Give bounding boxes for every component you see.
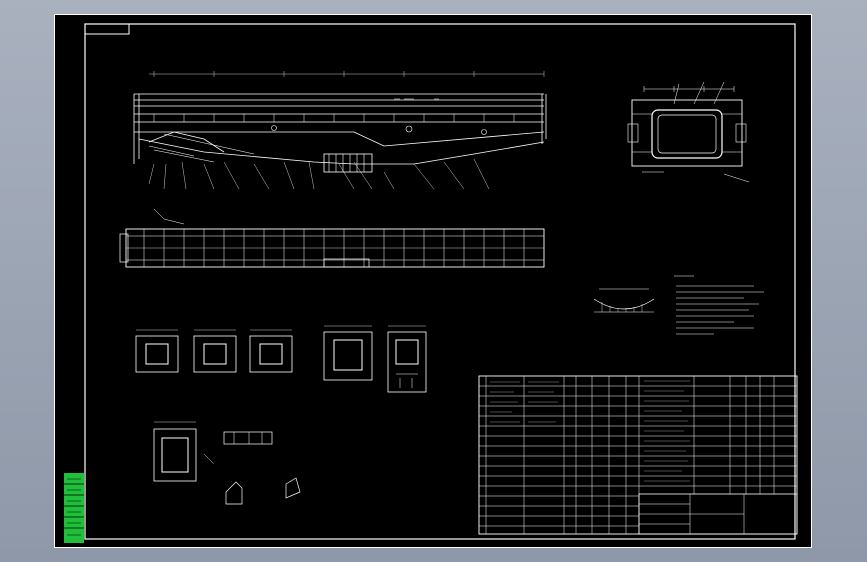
moment-diagram: [593, 288, 655, 313]
outer-frame: [54, 14, 812, 548]
plan-view: [119, 208, 545, 268]
cross-section-view: [627, 81, 750, 183]
lower-left-details: [153, 421, 301, 505]
approval-stamp: [64, 473, 84, 543]
drawing-canvas: [54, 14, 812, 548]
detail-sections-row: [135, 325, 427, 393]
drawing-sheet[interactable]: [54, 14, 812, 548]
notes-block: [674, 275, 764, 335]
top-left-label-box: [84, 23, 130, 35]
materials-table: [478, 375, 798, 535]
inner-border: [84, 23, 796, 540]
longitudinal-section-view: [133, 71, 547, 190]
